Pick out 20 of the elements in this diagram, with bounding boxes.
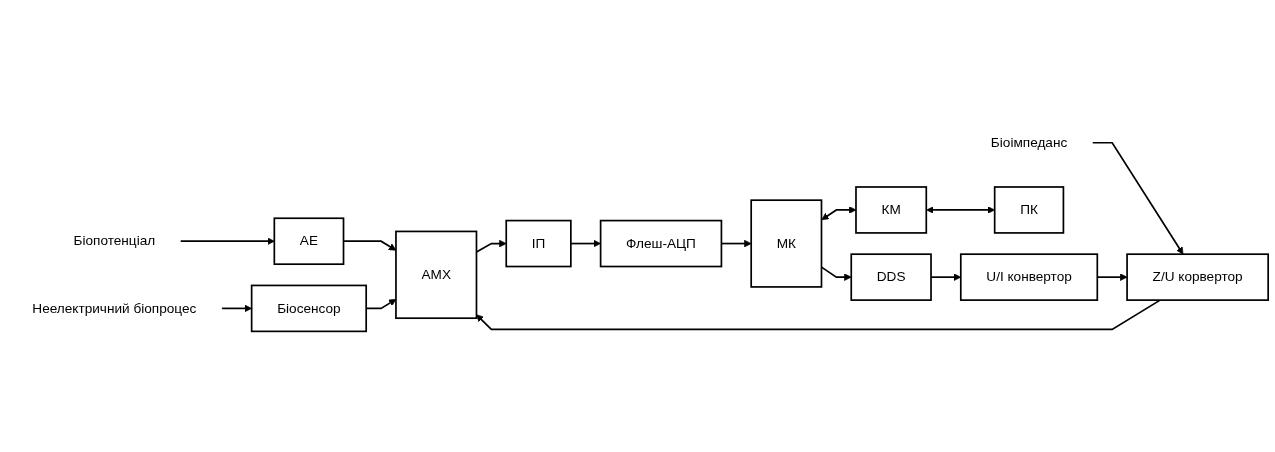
node-box: ІП — [505, 220, 572, 268]
node-box: МК — [750, 199, 823, 289]
node-box: Біосенсор — [250, 285, 368, 333]
arrow — [1091, 142, 1184, 255]
node-box: DDS — [850, 253, 932, 302]
node-box: АМХ — [395, 231, 478, 320]
node-box: Z/U корвертор — [1126, 253, 1270, 302]
arrow — [221, 305, 252, 313]
node-box: ПК — [993, 186, 1065, 235]
node-text: Біоімпеданс — [990, 135, 1068, 150]
arrow — [476, 299, 1161, 331]
arrow — [179, 237, 275, 246]
node-box: КМ — [855, 186, 928, 235]
node-box: АЕ — [273, 217, 345, 266]
node-box: Флеш-АЦП — [599, 220, 723, 268]
node-text: Біопотенціал — [73, 233, 156, 249]
arrow — [926, 206, 995, 215]
arrow — [570, 240, 601, 248]
node-text: Неелектричний біопроцес — [32, 301, 197, 316]
node-box: U/I конвертор — [959, 253, 1099, 302]
